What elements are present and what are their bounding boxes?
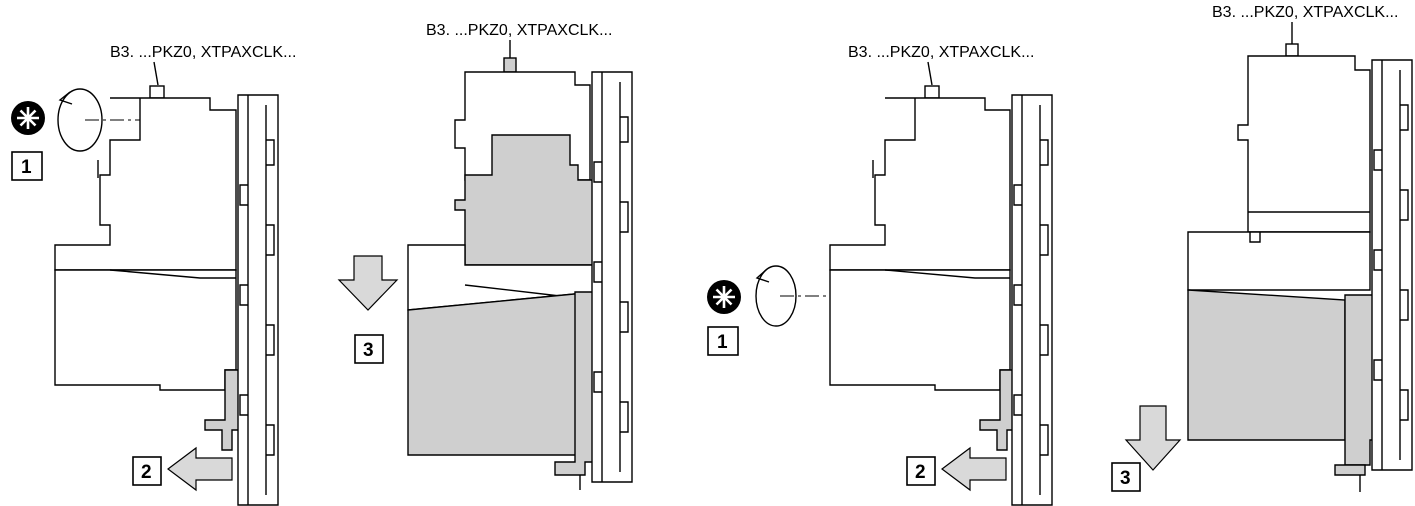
step-2-lower-device: [407, 291, 596, 456]
step-3-badge-2: 2: [915, 462, 926, 483]
step-1-rotation-arrow-icon: [57, 88, 103, 152]
step-3-badge-1: 1: [717, 332, 728, 353]
step-1-upper-device: [54, 97, 237, 271]
step-4-upper-device: [1237, 55, 1371, 233]
step-3-screwdriver-icon: [705, 278, 743, 316]
step-3-label: B3. ...PKZ0, XTPAXCLK...: [848, 44, 1034, 61]
step-3-upper-device: [829, 97, 1011, 271]
step-1-label: B3. ...PKZ0, XTPAXCLK...: [110, 44, 296, 61]
step-4-illustration: B3. ...PKZ0, XTPAXCLK... 3: [1111, 4, 1413, 492]
step-1-lower-device: [54, 269, 237, 391]
step-1-screwdriver-icon: [9, 99, 47, 137]
step-4-move-arrow-icon: [1124, 405, 1182, 471]
step-3-move-arrow-icon: [941, 446, 1007, 492]
step-1-illustration: B3. ...PKZ0, XTPAXCLK... 1 2: [9, 44, 296, 506]
step-2-move-arrow-icon: [337, 255, 399, 311]
step-1-move-arrow-icon: [167, 446, 233, 492]
step-3-illustration: B3. ...PKZ0, XTPAXCLK... 1 2: [705, 44, 1053, 506]
step-4-lower-device: [1187, 289, 1346, 441]
step-2-illustration: B3. ...PKZ0, XTPAXCLK... 3: [337, 22, 633, 490]
step-2-label: B3. ...PKZ0, XTPAXCLK...: [426, 22, 612, 39]
step-3-lower-device: [829, 269, 1011, 391]
step-2-badge-3: 3: [363, 340, 374, 361]
step-1-badge-2: 2: [141, 462, 152, 483]
step-4-label: B3. ...PKZ0, XTPAXCLK...: [1212, 4, 1398, 21]
step-3-rotation-arrow-icon: [755, 265, 797, 327]
step-4-badge-3: 3: [1120, 468, 1131, 489]
step-1-badge-1: 1: [21, 157, 32, 178]
